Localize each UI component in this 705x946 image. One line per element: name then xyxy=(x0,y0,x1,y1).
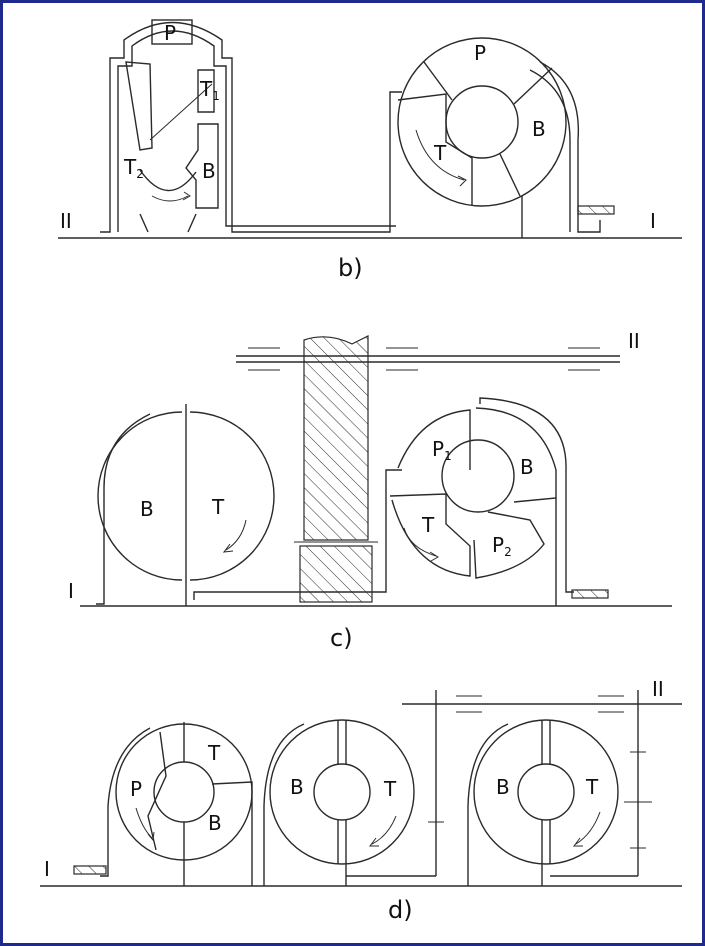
panel-c-left-pump-shell xyxy=(97,411,183,581)
panel-c-shaft-label-left: I xyxy=(68,579,74,603)
panel-b-right-housing xyxy=(539,61,601,233)
panel-b-right-label-b: B xyxy=(532,117,546,141)
panel-c-right-label-t: T xyxy=(421,513,435,537)
panel-c-right-stator2-blade xyxy=(473,511,545,579)
panel-b-left-bowl xyxy=(139,169,197,192)
panel-c-ground-hatch xyxy=(571,589,609,599)
panel-d-unit1-label-b: B xyxy=(208,811,222,835)
panel-c-right-label-b: B xyxy=(520,455,534,479)
panel-b-right-label-p: P xyxy=(474,41,486,65)
panel-c-right-label-p2: P2 xyxy=(492,533,512,559)
panel-b-left-label-t1: T1 xyxy=(199,77,220,103)
panel-b-right-inner-circle xyxy=(445,85,519,159)
panel-d-caption: d) xyxy=(388,896,413,924)
panel-b-left-housing xyxy=(100,21,402,233)
panel-d-unit2-flow-arrow xyxy=(371,815,397,845)
panel-b-shaft-label-left: II xyxy=(60,209,72,233)
panel-c-left-label-b: B xyxy=(140,497,154,521)
panel-b-left-label-b: B xyxy=(202,159,216,183)
panel-d-unit1-label-p: P xyxy=(130,777,142,801)
panel-d-unit3-arrow-head xyxy=(573,837,583,847)
panel-c-shaft-label-top: II xyxy=(628,329,640,353)
panel-c-caption: c) xyxy=(330,624,353,652)
panel-b-right-unit: P B T xyxy=(397,37,615,238)
panel-c-right-housing xyxy=(479,397,574,593)
panel-d-unit-1: P T B xyxy=(73,722,253,886)
panel-b-right-turbine-blade xyxy=(397,93,473,206)
panel-c-right-unit: P1 B T P2 xyxy=(389,397,609,606)
panel-c-left-flow-arrow xyxy=(225,519,247,551)
panel-b: P T1 T2 B P B T II I b) xyxy=(58,19,682,282)
panel-b-left-label-t2: T2 xyxy=(123,155,144,181)
panel-b-right-divider-1 xyxy=(423,61,453,101)
panel-b-left-diagonal xyxy=(149,83,213,141)
panel-d-unit1-turbine-edge xyxy=(211,781,253,886)
panel-c-left-unit: B T xyxy=(96,404,402,606)
panel-d-unit2-arrow-head xyxy=(369,837,379,847)
panel-d-unit1-housing xyxy=(100,727,151,877)
panel-d-unit2-label-b: B xyxy=(290,775,304,799)
panel-d-unit2-housing xyxy=(263,723,305,886)
panel-d-unit3-housing xyxy=(467,723,509,886)
panel-b-left-turbine2-blade xyxy=(125,61,153,151)
panel-d-shaft-label-left: I xyxy=(44,857,50,881)
panel-d-unit-2: B T xyxy=(263,719,436,886)
panel-c-gear-column-lower xyxy=(299,545,373,603)
panel-d-unit1-inner-circle xyxy=(153,761,215,823)
panel-b-right-arrow-head xyxy=(457,175,467,187)
panel-b-left-flow-arrow xyxy=(151,195,189,202)
panel-c-right-turbine-blade xyxy=(389,493,471,577)
panel-b-left-pump-blade xyxy=(185,123,219,209)
panel-b-ground-hatch xyxy=(577,205,615,215)
panel-b-right-divider-3 xyxy=(499,153,521,197)
panel-d-unit-3: B T xyxy=(467,719,638,886)
panel-b-right-housing-inner xyxy=(529,69,571,232)
panel-c-right-label-p1: P1 xyxy=(432,437,452,463)
panel-c-right-arrow-head xyxy=(429,551,439,562)
panel-b-caption: b) xyxy=(338,254,363,282)
panel-c-left-turbine-shell xyxy=(189,411,275,581)
panel-c-left-output-shaft xyxy=(193,469,402,600)
panel-b-right-flow-arrow xyxy=(415,129,465,181)
panel-b-left-label-p: P xyxy=(164,21,176,45)
panel-d-unit1-arrow-head xyxy=(147,831,155,842)
panel-d-unit3-label-b: B xyxy=(496,775,510,799)
panel-d-shaft-label-right: II xyxy=(652,677,664,701)
panel-c-left-housing xyxy=(96,413,151,605)
panel-d-unit2-outer-circle xyxy=(269,719,415,865)
panel-d-unit2-inner-circle xyxy=(313,763,371,821)
panel-b-left-housing-inner xyxy=(117,30,396,232)
panel-b-right-outer-circle xyxy=(397,37,567,207)
panel-c-left-label-t: T xyxy=(211,495,225,519)
panel-b-left-legs xyxy=(139,213,197,233)
panel-b-shaft-label-right: I xyxy=(650,209,656,233)
panel-d-ground-hatch xyxy=(73,865,107,875)
panel-d-unit3-label-t: T xyxy=(585,775,599,799)
panel-d: P T B B T xyxy=(40,677,682,924)
panel-c-right-stator1-blade xyxy=(397,409,471,470)
panel-b-left-arrow-head xyxy=(182,191,191,201)
panel-b-right-divider-2 xyxy=(513,67,553,105)
panel-b-right-label-t: T xyxy=(433,141,447,165)
panel-c-right-flow-arrow xyxy=(403,527,437,557)
panel-d-unit1-label-t: T xyxy=(207,741,221,765)
panel-d-unit3-flow-arrow xyxy=(575,811,601,845)
panel-d-unit3-inner-circle xyxy=(517,763,575,821)
panel-c-left-arrow-head xyxy=(222,543,234,553)
panel-c-right-inner-circle xyxy=(441,439,515,513)
panel-d-unit3-outer-circle xyxy=(473,719,619,865)
panel-b-left-unit: P T1 T2 B xyxy=(100,19,402,233)
panel-c-right-pump-blade xyxy=(475,407,557,503)
panel-c-gear-column-upper xyxy=(303,335,369,541)
panel-b-left-turbine1-blade xyxy=(197,69,215,113)
panel-c: B T P1 B T P2 I II c) xyxy=(68,329,672,652)
panel-d-unit2-label-t: T xyxy=(383,777,397,801)
panel-b-left-stator-box xyxy=(151,19,193,45)
panel-d-unit1-stator-edge xyxy=(147,731,167,851)
